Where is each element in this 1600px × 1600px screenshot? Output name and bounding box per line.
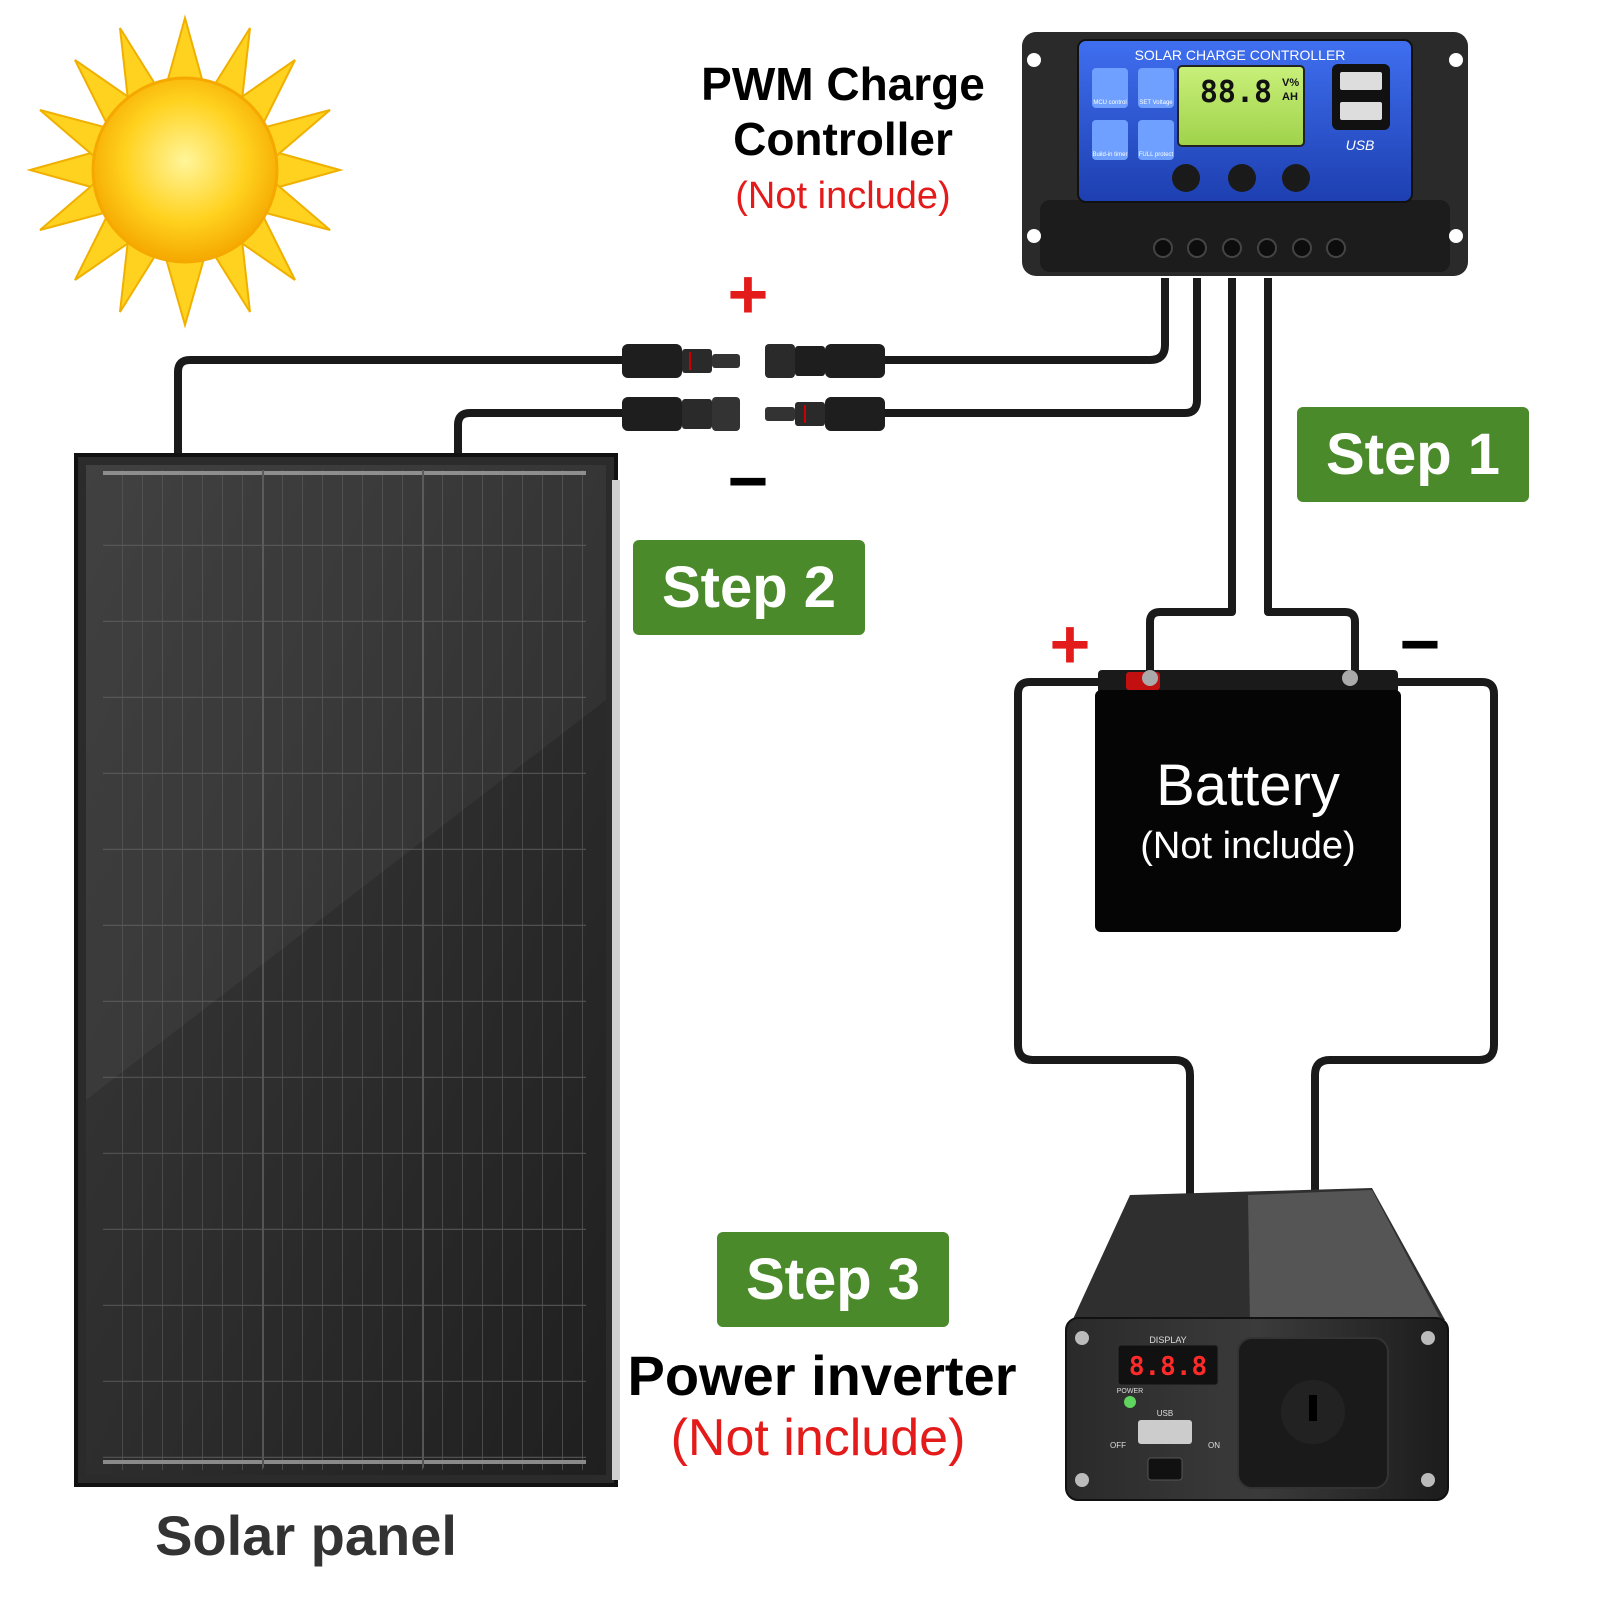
inverter-on-label: ON (1208, 1441, 1220, 1450)
mc4-connector-female-positive (765, 344, 885, 378)
sun-icon (26, 14, 344, 329)
solar-panel-label: Solar panel (155, 1504, 457, 1567)
inverter-title: Power inverter (627, 1344, 1016, 1407)
inverter-display-digits: 8.8.8 (1129, 1352, 1207, 1382)
battery-note: (Not include) (1140, 825, 1355, 867)
lcd-unit-top: V% (1282, 77, 1299, 89)
controller-note: (Not include) (735, 175, 950, 217)
power-inverter (1065, 1188, 1449, 1501)
step-2-badge: Step 2 (633, 540, 865, 635)
full-protect-icon: FULL protect (1139, 152, 1174, 158)
lcd-digits: 88.8 (1200, 75, 1272, 110)
controller-title-line2: Controller (733, 113, 953, 165)
connector-plus-sign: + (728, 255, 769, 333)
mc4-connector-male-positive (622, 344, 740, 378)
step-3-label: Step 3 (745, 1246, 921, 1312)
step-2-label: Step 2 (661, 554, 837, 620)
mc4-connector-male-negative (765, 397, 885, 431)
inverter-usb-label: USB (1157, 1409, 1173, 1418)
set-voltage-icon: SET Voltage (1139, 100, 1173, 106)
inverter-off-label: OFF (1110, 1441, 1126, 1450)
usb-icon: USB (1346, 137, 1375, 153)
mc4-connector-female-negative (622, 397, 740, 431)
inverter-power-label: POWER (1117, 1388, 1143, 1395)
battery-plus-sign: + (1050, 605, 1091, 683)
inverter-display-label: DISPLAY (1149, 1335, 1186, 1345)
connector-minus-sign: − (728, 442, 769, 520)
timer-icon: Build-in timer (1092, 152, 1127, 158)
charge-controller (1022, 32, 1468, 276)
battery-minus-sign: − (1400, 605, 1441, 683)
battery-title: Battery (1156, 753, 1340, 818)
controller-panel-header: SOLAR CHARGE CONTROLLER (1135, 47, 1346, 63)
wires (174, 278, 1498, 1205)
controller-title-line1: PWM Charge (701, 58, 985, 110)
step-3-badge: Step 3 (717, 1232, 949, 1327)
solar-panel (74, 453, 620, 1487)
mcu-icon: MCU control (1093, 100, 1126, 106)
step-1-label: Step 1 (1325, 421, 1501, 487)
inverter-note: (Not include) (671, 1409, 966, 1467)
battery (1095, 670, 1401, 932)
lcd-unit-bottom: AH (1282, 91, 1298, 103)
step-1-badge: Step 1 (1297, 407, 1529, 502)
